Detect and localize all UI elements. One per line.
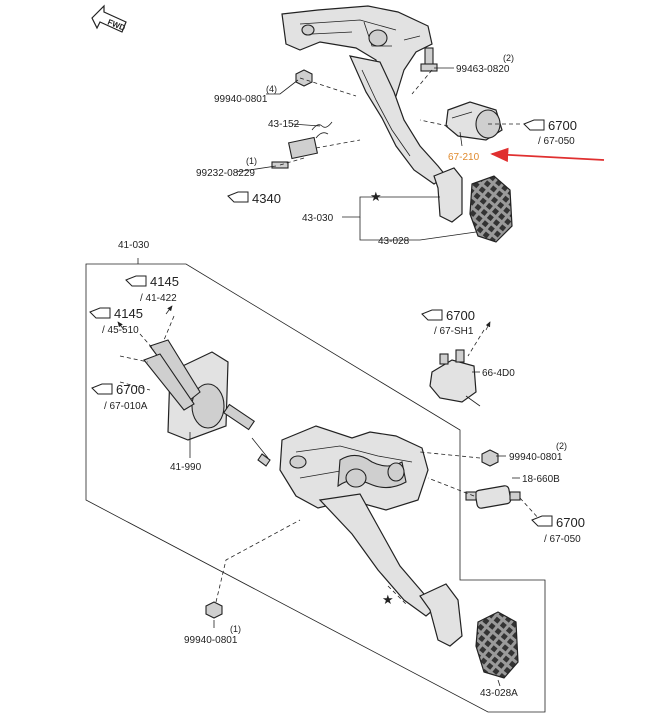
part-43-030: 43-030 bbox=[302, 213, 334, 224]
ref-code: 4340 bbox=[252, 191, 281, 206]
pointing-hand-icon bbox=[89, 307, 111, 319]
ref-code: 6700 bbox=[446, 308, 475, 323]
nut-99940-top bbox=[295, 69, 313, 87]
switch-66-4d0 bbox=[429, 349, 481, 407]
ref-sub: / 67-010A bbox=[104, 401, 148, 412]
fwd-arrow-icon: FWD bbox=[91, 4, 127, 33]
ref-sub: / 45-510 bbox=[102, 325, 139, 336]
ref-sub: / 67-SH1 bbox=[434, 326, 474, 337]
qty-99940-mid: (2) bbox=[556, 441, 567, 451]
ref-6700-top[interactable]: 6700 / 67-050 bbox=[523, 118, 577, 147]
assembly-41-030-frame bbox=[85, 263, 546, 713]
star-marker-top: ★ bbox=[370, 189, 382, 204]
ref-sub: / 67-050 bbox=[538, 136, 575, 147]
ref-sub: / 67-050 bbox=[544, 534, 581, 545]
ref-code: 6700 bbox=[556, 515, 585, 530]
part-66-4d0: 66-4D0 bbox=[482, 368, 515, 379]
part-99940-0801-top: 99940-0801 bbox=[214, 94, 268, 105]
part-41-030: 41-030 bbox=[118, 240, 150, 251]
ref-code: 6700 bbox=[116, 382, 145, 397]
nut-99940-mid bbox=[481, 449, 499, 467]
ref-4145-41-422[interactable]: 4145 / 41-422 bbox=[125, 274, 179, 304]
star-marker-bottom: ★ bbox=[382, 592, 394, 607]
pointing-hand-icon bbox=[421, 309, 443, 321]
qty-99232: (1) bbox=[246, 156, 257, 166]
part-43-028a: 43-028A bbox=[480, 688, 518, 699]
ref-6700-67-010a[interactable]: 6700 / 67-010A bbox=[91, 382, 148, 412]
part-43-152: 43-152 bbox=[268, 119, 300, 130]
part-67-210: 67-210 bbox=[448, 152, 480, 163]
pointing-hand-icon bbox=[523, 119, 545, 131]
lower-pedal-bracket bbox=[279, 425, 463, 647]
master-cylinder-41-990 bbox=[143, 339, 271, 467]
pointing-hand-icon bbox=[125, 275, 147, 287]
qty-99463: (2) bbox=[503, 53, 514, 63]
part-99232-08229: 99232-08229 bbox=[196, 168, 255, 179]
ref-code: 4145 bbox=[114, 306, 143, 321]
ref-6700-67-sh1[interactable]: 6700 / 67-SH1 bbox=[421, 308, 475, 337]
qty-99940-bottom: (1) bbox=[230, 624, 241, 634]
ref-code: 6700 bbox=[548, 118, 577, 133]
part-99463-0820: 99463-0820 bbox=[456, 64, 510, 75]
fwd-label: FWD bbox=[106, 18, 126, 33]
pointing-hand-icon bbox=[227, 191, 249, 203]
pointing-hand-icon bbox=[531, 515, 553, 527]
highlight-arrow bbox=[490, 147, 605, 163]
ref-6700-bottom[interactable]: 6700 / 67-050 bbox=[531, 515, 585, 545]
pedal-pad-43-028a bbox=[475, 611, 519, 679]
bolt-99463 bbox=[420, 47, 438, 72]
part-18-660b: 18-660B bbox=[522, 474, 560, 485]
upper-clutch-pedal-assembly bbox=[271, 5, 513, 243]
ref-4340[interactable]: 4340 bbox=[227, 191, 281, 206]
sensor-18-660b bbox=[465, 485, 521, 509]
ref-4145-45-510[interactable]: 4145 / 45-510 bbox=[89, 306, 143, 336]
part-99940-0801-mid: 99940-0801 bbox=[509, 452, 563, 463]
part-43-028: 43-028 bbox=[378, 236, 410, 247]
nut-99940-bottom bbox=[205, 601, 223, 619]
spring-43-152 bbox=[311, 121, 333, 139]
qty-99940-top: (4) bbox=[266, 84, 277, 94]
pedal-pad-43-028 bbox=[469, 175, 513, 243]
ref-code: 4145 bbox=[150, 274, 179, 289]
clutch-switch-67-210 bbox=[445, 101, 503, 147]
part-99940-0801-bottom: 99940-0801 bbox=[184, 635, 238, 646]
part-41-990: 41-990 bbox=[170, 462, 202, 473]
pointing-hand-icon bbox=[91, 383, 113, 395]
stopper-99232 bbox=[271, 136, 319, 169]
ref-sub: / 41-422 bbox=[140, 293, 177, 304]
